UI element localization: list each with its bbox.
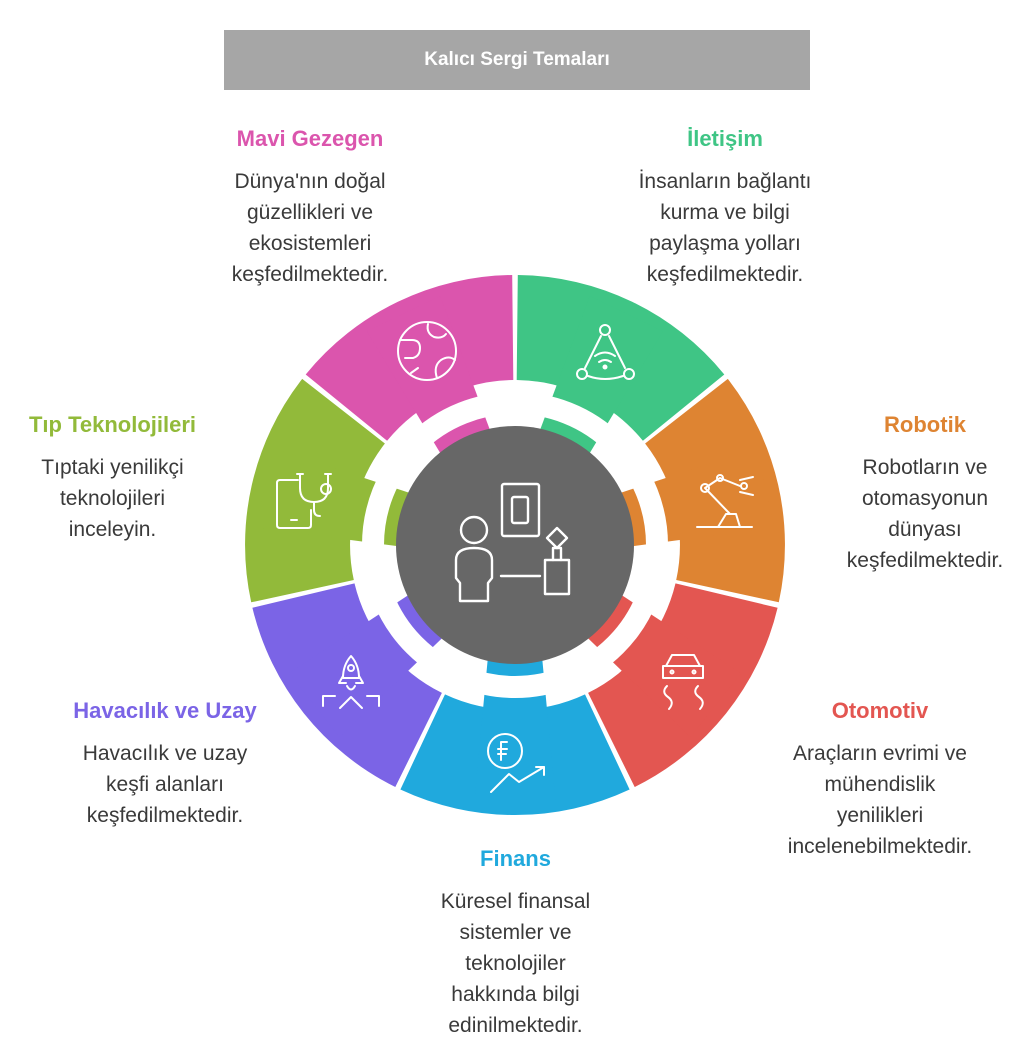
description-line: ekosistemleri <box>248 232 372 255</box>
robotic-arm-icon <box>696 474 754 528</box>
theme-description-finans: Küresel finansal sistemler ve teknolojiler… <box>398 886 633 1041</box>
description-line: teknolojileri <box>59 487 166 510</box>
theme-title-otomotiv: Otomotiv <box>831 698 929 723</box>
currency-growth-icon <box>487 733 545 793</box>
center-hub <box>396 426 634 664</box>
theme-title-robotik: Robotik <box>884 412 966 437</box>
description-line: mühendislik <box>824 773 936 796</box>
description-line: inceleyin. <box>68 518 157 541</box>
theme-description-mavi-gezegen: Dünya'nın doğal güzellikleri ve ekosisteml… <box>205 166 415 290</box>
description-line: keşfedilmektedir. <box>846 549 1004 572</box>
description-line: otomasyonun <box>861 487 989 510</box>
theme-title-havacilik: Havacılık ve Uzay <box>73 698 257 723</box>
theme-title-finans: Finans <box>480 846 551 871</box>
visitor-exhibit-icon <box>454 482 571 603</box>
description-line: Dünya'nın doğal <box>234 170 386 193</box>
description-line: Havacılık ve uzay <box>82 742 248 765</box>
theme-title-tip: Tıp Teknolojileri <box>28 412 197 437</box>
theme-description-iletisim: İnsanların bağlantı kurma ve bilgi paylaşm… <box>600 166 850 290</box>
description-line: keşfedilmektedir. <box>646 263 804 286</box>
description-line: keşfedilmektedir. <box>86 804 244 827</box>
network-wifi-icon <box>576 324 635 380</box>
theme-title-iletisim: İletişim <box>687 126 763 151</box>
page-title: Kalıcı Sergi Temaları <box>424 49 610 70</box>
globe-icon <box>397 321 457 381</box>
inner-ring <box>362 392 668 698</box>
rocket-icon <box>322 655 380 709</box>
description-line: keşfi alanları <box>106 773 224 796</box>
description-line: yenilikleri <box>836 804 924 827</box>
theme-description-otomotiv: Araçların evrimi ve mühendislik yenilikler… <box>740 738 1020 862</box>
description-line: Küresel finansal <box>440 890 591 913</box>
description-line: hakkında bilgi <box>451 983 580 1006</box>
description-line: paylaşma yolları <box>649 232 801 255</box>
description-line: Araçların evrimi ve <box>793 742 967 765</box>
description-line: sistemler ve <box>459 921 572 944</box>
theme-title-mavi-gezegen: Mavi Gezegen <box>236 126 384 151</box>
description-line: edinilmektedir. <box>448 1014 583 1037</box>
title-bar: Kalıcı Sergi Temaları <box>224 30 810 90</box>
description-line: İnsanların bağlantı <box>638 170 812 193</box>
tablet-stethoscope-icon <box>276 473 332 529</box>
theme-description-tip: Tıptaki yenilikçi teknolojileri inceleyin. <box>0 452 225 545</box>
description-line: incelenebilmektedir. <box>787 835 973 858</box>
description-line: dünyası <box>888 518 962 541</box>
description-line: kurma ve bilgi <box>660 201 790 224</box>
description-line: Tıptaki yenilikçi <box>41 456 184 479</box>
description-line: Robotların ve <box>862 456 988 479</box>
description-line: teknolojiler <box>465 952 566 975</box>
description-line: keşfedilmektedir. <box>231 263 389 286</box>
theme-description-robotik: Robotların ve otomasyonun dünyası keşfedilm… <box>815 452 1035 576</box>
description-line: güzellikleri ve <box>246 201 374 224</box>
car-road-icon <box>662 654 704 710</box>
theme-description-havacilik: Havacılık ve uzay keşfi alanları keşfedilm… <box>40 738 290 831</box>
